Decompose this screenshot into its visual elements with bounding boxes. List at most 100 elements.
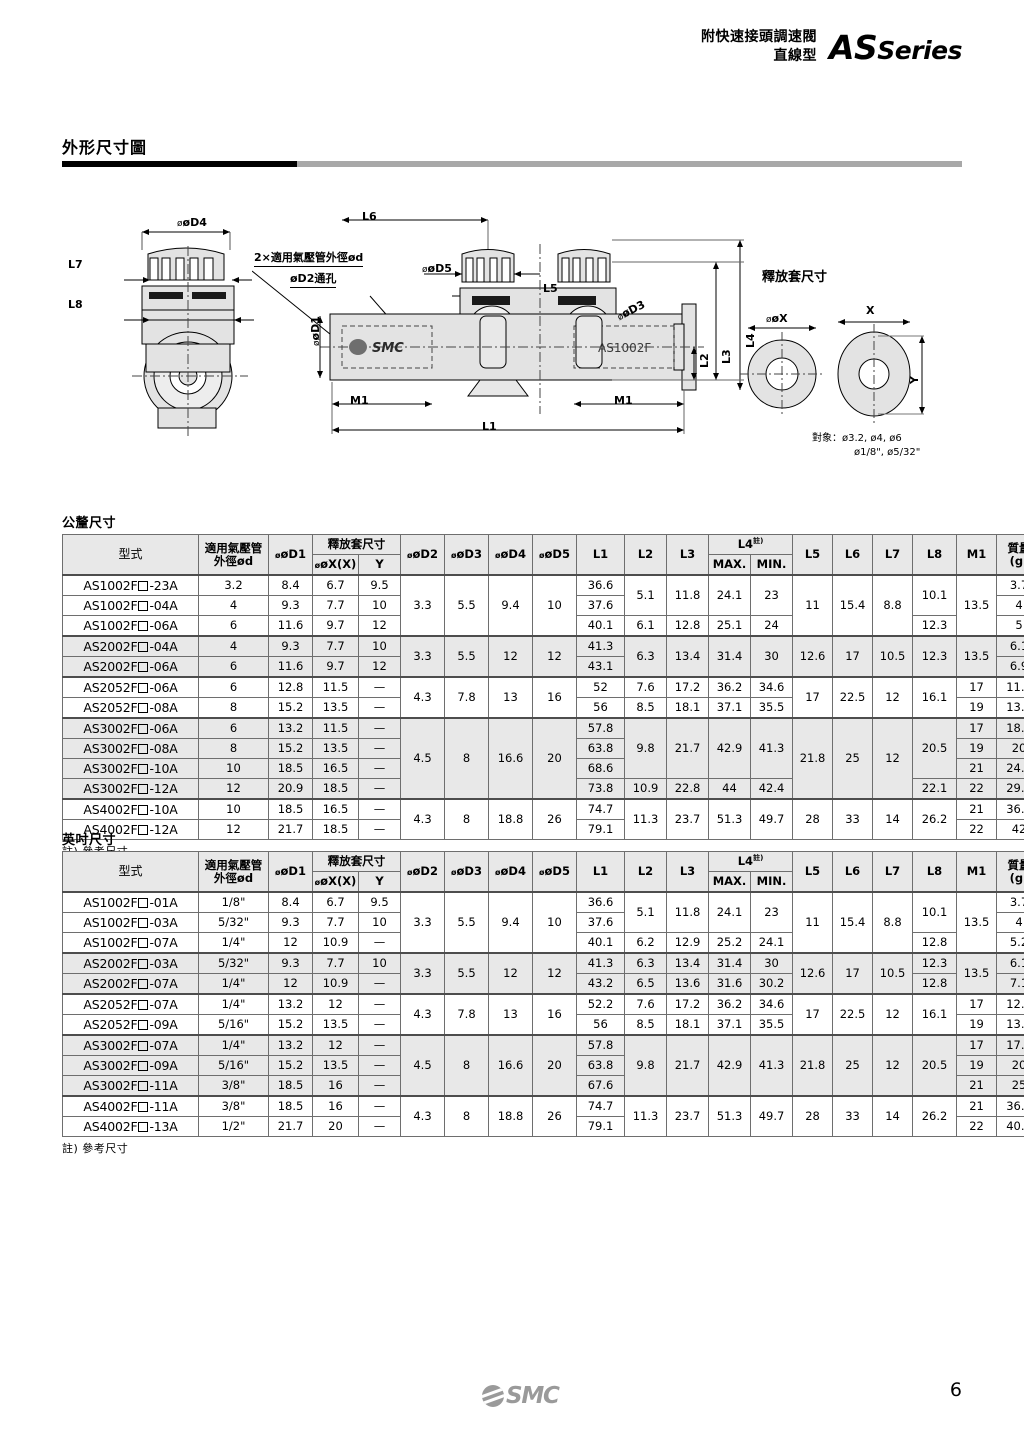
metric-l1-cell: 40.1 (576, 615, 625, 637)
header-mass: 質量(g) (996, 851, 1024, 893)
inch-l7-cell: 14 (872, 1095, 914, 1137)
metric-ox-cell: 11.5 (312, 676, 359, 698)
metric-l8-cell: 12.3 (912, 615, 958, 637)
metric-m1-cell: 21 (956, 798, 998, 820)
inch-l2-cell: 11.3 (624, 1095, 667, 1137)
metric-l5-cell: 21.8 (792, 717, 834, 800)
inch-l5-cell: 21.8 (792, 1034, 834, 1097)
metric-l4-max-cell: 25.1 (708, 615, 751, 637)
metric-l3-cell: 13.4 (666, 635, 709, 678)
header-od3: øøD3 (444, 534, 489, 576)
inch-l2-cell: 5.1 (624, 891, 667, 933)
label-l6: L6 (362, 210, 377, 223)
header-y: Y (358, 871, 401, 893)
metric-l7-cell: 12 (872, 717, 914, 800)
inch-od5-cell: 20 (532, 1034, 577, 1097)
metric-od2-cell: 4.3 (400, 798, 445, 840)
metric-model-cell: AS4002F-12A (62, 819, 199, 840)
label-l3: L3 (720, 349, 733, 364)
label-m1-right: M1 (614, 394, 633, 407)
inch-table-head: 型式 適用氣壓管外徑ød øøD1 釋放套尺寸 øøD2 øøD3 øøD4 ø… (62, 851, 1024, 893)
metric-od5-cell: 26 (532, 798, 577, 840)
metric-l8-cell: 20.5 (912, 717, 958, 779)
inch-l7-cell: 12 (872, 1034, 914, 1097)
inch-model-cell: AS2002F-03A (62, 952, 199, 974)
metric-y-cell: 10 (358, 595, 401, 616)
header-tube-od: 適用氣壓管外徑ød (198, 851, 269, 893)
metric-mass-cell: 11.8 (996, 676, 1024, 698)
inch-od3-cell: 5.5 (444, 891, 489, 954)
metric-header-row-1: 型式 適用氣壓管外徑ød øøD1 釋放套尺寸 øøD2 øøD3 øøD4 ø… (62, 534, 1024, 576)
metric-tube-od-cell: 6 (198, 656, 269, 678)
header-l3: L3 (666, 534, 709, 576)
inch-l4-min-cell: 23 (749, 891, 794, 933)
metric-tube-od-cell: 10 (198, 798, 269, 820)
metric-l8-cell: 22.1 (912, 778, 958, 800)
inch-l4-min-cell: 49.7 (749, 1095, 794, 1137)
inch-m1-cell: 22 (956, 1116, 998, 1137)
header-model: 型式 (62, 534, 199, 576)
metric-od5-cell: 16 (532, 676, 577, 719)
metric-m1-cell: 17 (956, 717, 998, 739)
metric-m1-cell: 21 (956, 758, 998, 779)
metric-l4-min-cell: 49.7 (749, 798, 794, 840)
metric-od1-cell: 9.3 (268, 595, 313, 616)
release-note-line2: ø1/8", ø5/32" (854, 446, 921, 458)
inch-l3-cell: 17.2 (666, 993, 709, 1015)
metric-l2-cell: 7.6 (624, 676, 667, 698)
metric-l4-min-cell: 23 (749, 574, 794, 616)
header-l6: L6 (832, 851, 874, 893)
metric-od4-cell: 16.6 (488, 717, 533, 800)
inch-m1-cell: 19 (956, 1014, 998, 1036)
metric-l1-cell: 74.7 (576, 798, 625, 820)
metric-l1-cell: 37.6 (576, 595, 625, 616)
inch-mass-cell: 36.7 (996, 1095, 1024, 1117)
label-x-release: X (866, 304, 875, 317)
metric-l7-cell: 10.5 (872, 635, 914, 678)
inch-table-caption: 英吋尺寸 (62, 833, 117, 848)
header-od1: øøD1 (268, 534, 313, 576)
metric-l4-max-cell: 44 (708, 778, 751, 800)
metric-dimensions-block: 公釐尺寸 型式 適用氣壓管外徑ød øøD1 釋放套尺寸 øøD2 øøD3 ø… (62, 512, 1024, 859)
metric-l4-max-cell: 51.3 (708, 798, 751, 840)
inch-l5-cell: 28 (792, 1095, 834, 1137)
svg-text:AS1002F: AS1002F (598, 341, 651, 355)
inch-l6-cell: 15.4 (832, 891, 874, 954)
header-l4-min: MIN. (749, 871, 794, 893)
inch-tube-od-cell: 1/4" (198, 993, 269, 1015)
inch-l4-min-cell: 41.3 (749, 1034, 794, 1097)
metric-l5-cell: 12.6 (792, 635, 834, 678)
metric-mass-cell: 36.3 (996, 798, 1024, 820)
metric-od5-cell: 10 (532, 574, 577, 637)
header-title-line2: 直線型 (773, 47, 817, 64)
inch-l4-max-cell: 42.9 (708, 1034, 751, 1097)
metric-tube-od-cell: 10 (198, 758, 269, 779)
metric-od4-cell: 9.4 (488, 574, 533, 637)
metric-model-cell: AS2052F-08A (62, 697, 199, 719)
metric-model-cell: AS2052F-06A (62, 676, 199, 698)
metric-l4-min-cell: 42.4 (749, 778, 794, 800)
inch-l7-cell: 12 (872, 993, 914, 1036)
metric-l3-cell: 18.1 (666, 697, 709, 719)
header-od5: øøD5 (532, 534, 577, 576)
inch-mass-cell: 12.1 (996, 993, 1024, 1015)
metric-l8-cell: 10.1 (912, 574, 958, 616)
inch-ox-cell: 16 (312, 1075, 359, 1097)
inch-header-row-1: 型式 適用氣壓管外徑ød øøD1 釋放套尺寸 øøD2 øøD3 øøD4 ø… (62, 851, 1024, 893)
inch-l3-cell: 23.7 (666, 1095, 709, 1137)
inch-tube-od-cell: 3/8" (198, 1095, 269, 1117)
inch-l1-cell: 43.2 (576, 973, 625, 995)
inch-l6-cell: 25 (832, 1034, 874, 1097)
inch-l2-cell: 6.3 (624, 952, 667, 974)
metric-model-cell: AS4002F-10A (62, 798, 199, 820)
left-end-view-diagram (124, 229, 254, 438)
inch-l8-cell: 12.8 (912, 973, 958, 995)
metric-model-cell: AS3002F-12A (62, 778, 199, 800)
